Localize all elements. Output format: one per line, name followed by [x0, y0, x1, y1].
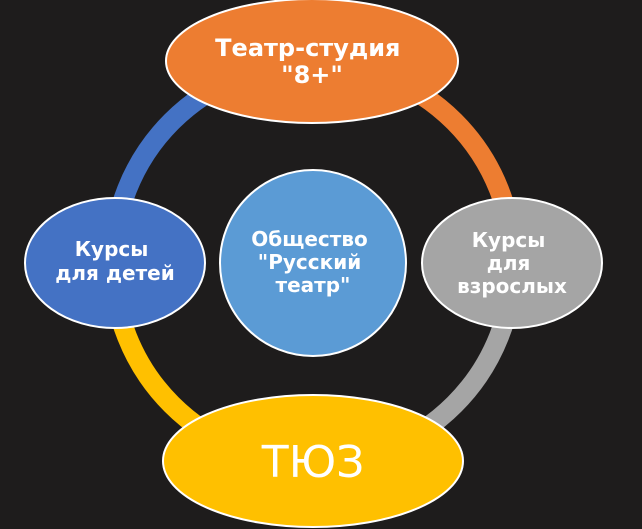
center-node: Общество "Русский театр" [219, 169, 407, 357]
center-label-line-3: театр" [276, 273, 351, 297]
adult-courses-label-line-1: Курсы [472, 228, 546, 252]
node-adult-courses: Курсы для взрослых [421, 197, 603, 329]
theatre-studio-label-line-1: Театр-студия [215, 34, 400, 62]
node-kids-courses: Курсы для детей [24, 197, 206, 329]
svg-text:Общество "Русский: Общество "Русский театр" [251, 227, 374, 297]
svg-text:Театр-студия "8+": Театр-студия "8+" [215, 34, 409, 89]
svg-text:Курсы для детей: Курсы для детей [55, 237, 175, 285]
adult-courses-label-line-2: для [487, 251, 531, 275]
node-theatre-studio: Театр-студия "8+" [165, 0, 459, 124]
svg-text:Курсы для взрослых: Курсы для взрослых [457, 228, 567, 298]
node-tyuz: ТЮЗ [162, 394, 464, 528]
kids-courses-label-line-1: Курсы [75, 237, 149, 261]
center-label-line-1: Общество [251, 227, 367, 251]
theatre-studio-label-line-2: "8+" [281, 61, 343, 89]
svg-text:ТЮЗ: ТЮЗ [261, 437, 365, 488]
kids-courses-label-line-2: для детей [55, 261, 175, 285]
tyuz-label: ТЮЗ [261, 437, 365, 488]
adult-courses-label-line-3: взрослых [457, 274, 567, 298]
center-label-line-2: "Русский [258, 250, 361, 274]
